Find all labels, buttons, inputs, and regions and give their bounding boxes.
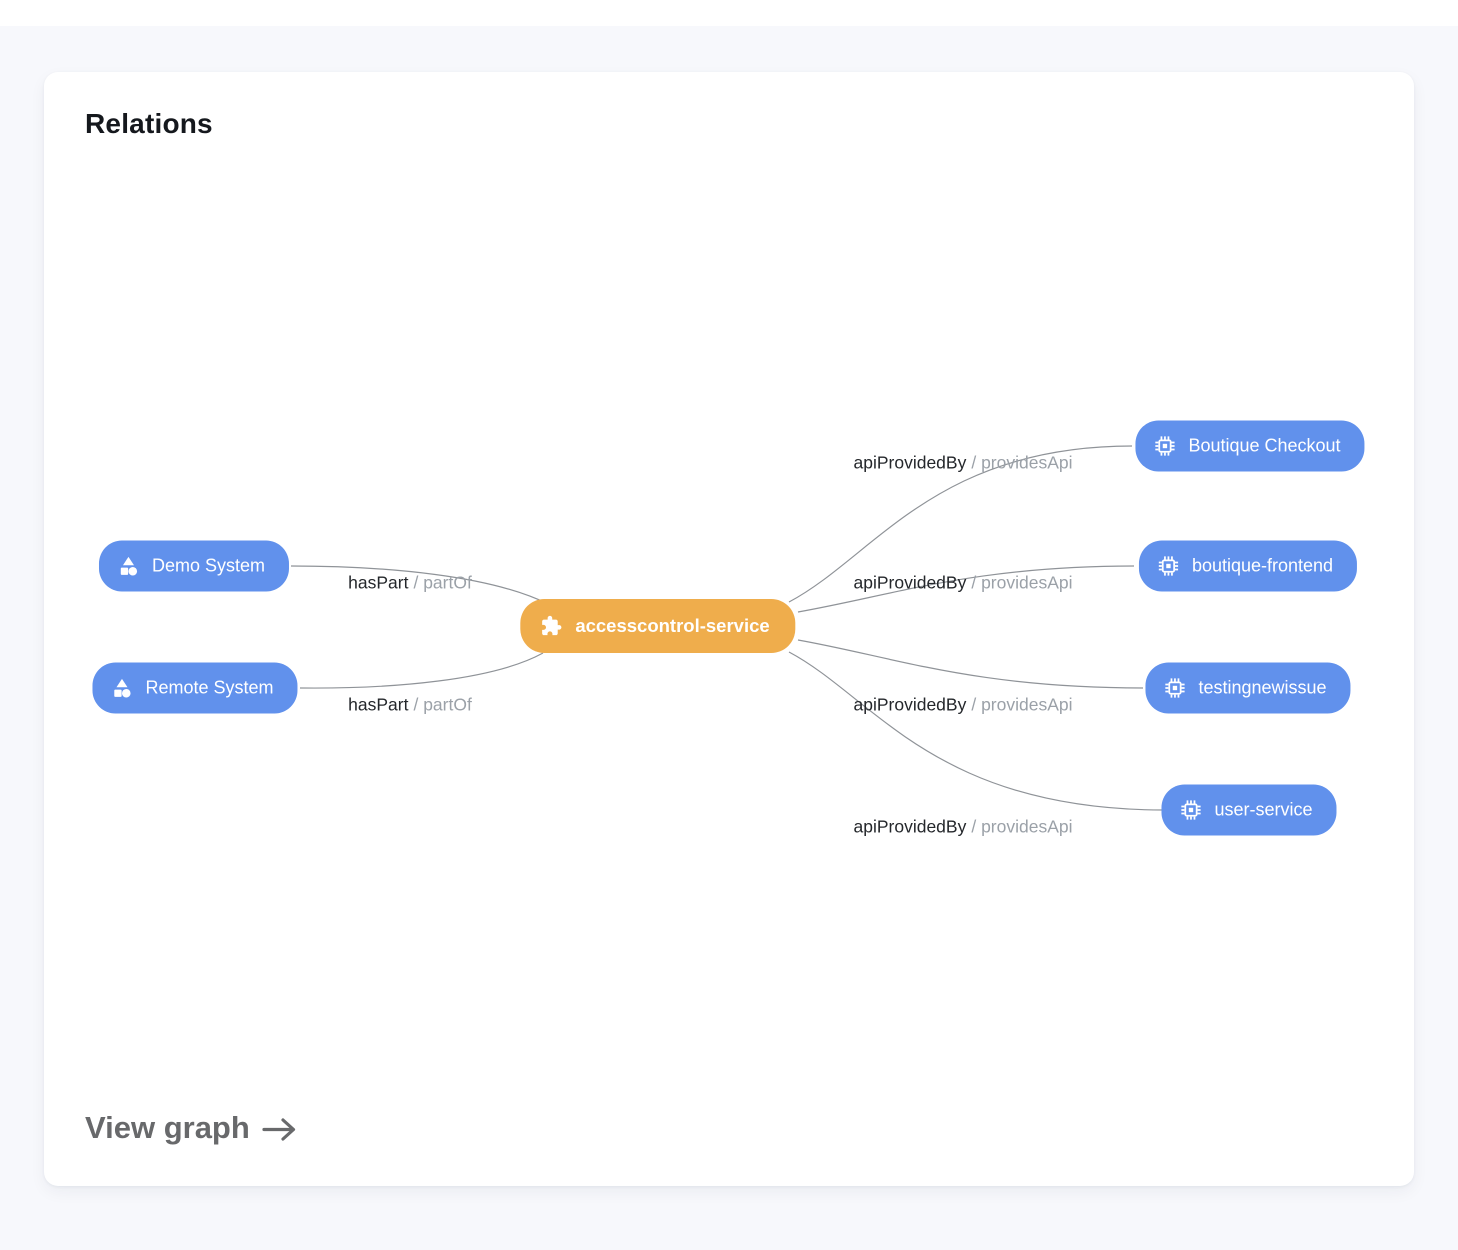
relation-inverse: / providesApi xyxy=(971,816,1073,837)
node-boutique-checkout[interactable]: Boutique Checkout xyxy=(1135,420,1365,472)
relation-inverse: / partOf xyxy=(413,572,472,593)
memory-chip-icon xyxy=(1165,678,1185,698)
node-demo-system[interactable]: Demo System xyxy=(98,540,290,592)
view-graph-link[interactable]: View graph xyxy=(85,1110,297,1146)
node-label: Boutique Checkout xyxy=(1188,435,1341,456)
node-label: user-service xyxy=(1214,799,1313,820)
memory-chip-icon xyxy=(1158,556,1179,576)
relations-graph: hasPart/ partOf hasPart/ partOf apiProvi… xyxy=(44,72,1414,1186)
relation-type: apiProvidedBy xyxy=(853,572,967,593)
edge-line-boutique-frontend xyxy=(797,565,1135,613)
relation-type: apiProvidedBy xyxy=(853,694,967,715)
card-title: Relations xyxy=(85,108,213,139)
category-icon xyxy=(120,556,138,576)
view-graph-label: View graph xyxy=(85,1110,250,1145)
edge-label-apiprovidedby-3: apiProvidedBy/ providesApi xyxy=(853,695,1072,716)
edge-label-apiprovidedby-2: apiProvidedBy/ providesApi xyxy=(853,573,1072,594)
relation-type: apiProvidedBy xyxy=(853,816,967,837)
extension-puzzle-icon xyxy=(542,615,562,636)
node-boutique-frontend[interactable]: boutique-frontend xyxy=(1138,540,1358,592)
node-label: testingnewissue xyxy=(1198,677,1327,698)
relation-inverse: / providesApi xyxy=(971,452,1073,473)
relation-inverse: / providesApi xyxy=(971,694,1073,715)
memory-chip-icon xyxy=(1181,800,1201,820)
node-accesscontrol-service[interactable]: accesscontrol-service xyxy=(520,599,796,653)
memory-chip-icon xyxy=(1155,436,1175,456)
edge-line-boutique-checkout xyxy=(788,445,1133,603)
edge-label-haspart-1: hasPart/ partOf xyxy=(348,573,472,594)
edge-label-apiprovidedby-1: apiProvidedBy/ providesApi xyxy=(853,453,1072,474)
relation-type: hasPart xyxy=(348,694,409,715)
relation-type: hasPart xyxy=(348,572,409,593)
edge-label-apiprovidedby-4: apiProvidedBy/ providesApi xyxy=(853,817,1072,838)
edge-line-remote-system xyxy=(299,652,544,689)
relation-inverse: / partOf xyxy=(413,694,472,715)
node-testingnewissue[interactable]: testingnewissue xyxy=(1145,662,1351,714)
node-label: Demo System xyxy=(151,555,266,576)
graph-edges xyxy=(290,445,1165,811)
category-icon xyxy=(114,678,131,698)
edge-label-haspart-2: hasPart/ partOf xyxy=(348,695,472,716)
relation-inverse: / providesApi xyxy=(971,572,1073,593)
arrow-right-icon xyxy=(262,1118,295,1141)
relation-type: apiProvidedBy xyxy=(853,452,967,473)
relations-card: Relations hasPart/ partOf hasPart/ partO… xyxy=(44,72,1414,1186)
edge-line-testingnewissue xyxy=(797,639,1144,689)
edge-line-user-service xyxy=(788,651,1165,811)
edge-line-demo-system xyxy=(290,565,549,605)
node-label: boutique-frontend xyxy=(1191,555,1334,576)
node-label: Remote System xyxy=(145,677,274,698)
node-remote-system[interactable]: Remote System xyxy=(92,662,298,714)
node-label: accesscontrol-service xyxy=(575,615,770,636)
node-user-service[interactable]: user-service xyxy=(1161,784,1337,836)
